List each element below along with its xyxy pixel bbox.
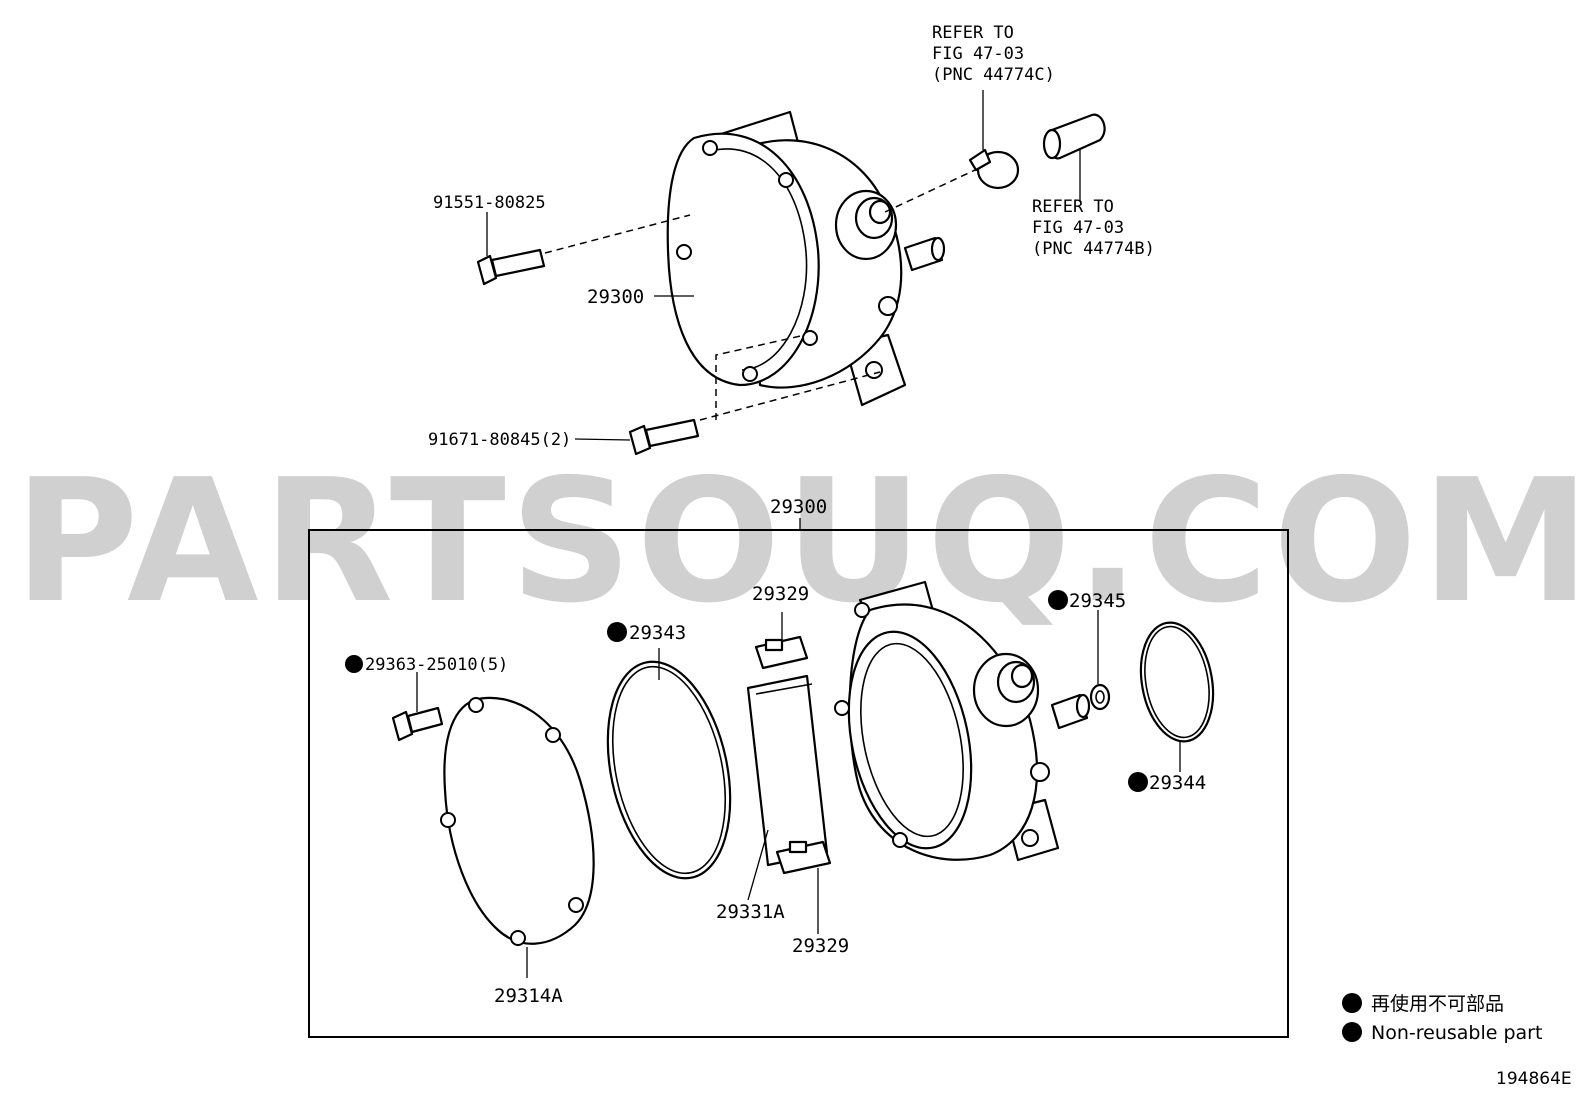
legend: 再使用不可部品 Non-reusable part [1342, 993, 1542, 1044]
cover-bolt-hole [676, 244, 692, 260]
legend-text-jp: 再使用不可部品 [1371, 993, 1504, 1015]
hose-clamp-illustration [968, 148, 1020, 190]
cover-bolt-hole [742, 366, 758, 382]
mount-hole [878, 296, 898, 316]
part-label-box-title[interactable]: 29300 [770, 496, 827, 518]
cover-bolt-hole [702, 140, 718, 156]
refer-note-line: REFER TO [1032, 197, 1114, 217]
cover-bolt-hole [802, 330, 818, 346]
non-reusable-dot [1048, 590, 1068, 610]
part-label-oring-large[interactable]: 29343 [629, 622, 686, 644]
vane-plate-bottom-illustration [775, 840, 832, 875]
watermark-text: PARTSOUQ.COM [14, 443, 1592, 641]
refer-note-44774b: REFER TO FIG 47-03 (PNC 44774B) [1032, 197, 1155, 259]
bolt-upper-illustration [476, 248, 546, 286]
o-ring-large-illustration [606, 660, 732, 880]
part-label-washer[interactable]: 29345 [1069, 590, 1126, 612]
legend-text-en: Non-reusable part [1371, 1022, 1542, 1044]
figure-number: 194864E [1496, 1069, 1572, 1089]
rotor-illustration [746, 674, 829, 867]
non-reusable-dot [607, 622, 627, 642]
screw-illustration [391, 706, 444, 742]
part-label-bolt-upper[interactable]: 91551-80825 [433, 193, 546, 213]
refer-note-line: FIG 47-03 [1032, 218, 1124, 238]
part-label-rotor[interactable]: 29331A [716, 901, 785, 923]
hose-illustration [1042, 113, 1106, 160]
legend-dot [1342, 1022, 1362, 1042]
part-label-plate-bottom[interactable]: 29329 [792, 935, 849, 957]
vane-plate-top-illustration [754, 635, 809, 670]
refer-note-line: REFER TO [932, 23, 1014, 43]
refer-note-line: (PNC 44774C) [932, 65, 1055, 85]
legend-dot [1342, 993, 1362, 1013]
pump-body-illustration [834, 580, 1091, 862]
part-label-oring-outer[interactable]: 29344 [1149, 772, 1206, 794]
exploded-view-frame [308, 529, 1289, 1038]
part-label-cover[interactable]: 29314A [494, 985, 563, 1007]
part-label-screw[interactable]: 29363-25010(5) [365, 655, 508, 675]
cover-bolt-hole [778, 172, 794, 188]
refer-note-44774c: REFER TO FIG 47-03 (PNC 44774C) [932, 23, 1055, 85]
bolt-lower-illustration [628, 418, 700, 456]
mount-hole [865, 361, 883, 379]
refer-note-line: FIG 47-03 [932, 44, 1024, 64]
washer-illustration [1089, 683, 1111, 711]
part-label-pump-assy[interactable]: 29300 [587, 286, 644, 308]
o-ring-outer-illustration [1139, 621, 1215, 743]
vacuum-pump-assembly-illustration [666, 110, 946, 407]
non-reusable-dot [345, 655, 363, 673]
refer-note-line: (PNC 44774B) [1032, 239, 1155, 259]
part-label-bolt-lower[interactable]: 91671-80845(2) [428, 430, 571, 450]
cover-plate-illustration [440, 696, 595, 946]
non-reusable-dot [1128, 772, 1148, 792]
part-label-plate-top[interactable]: 29329 [752, 583, 809, 605]
